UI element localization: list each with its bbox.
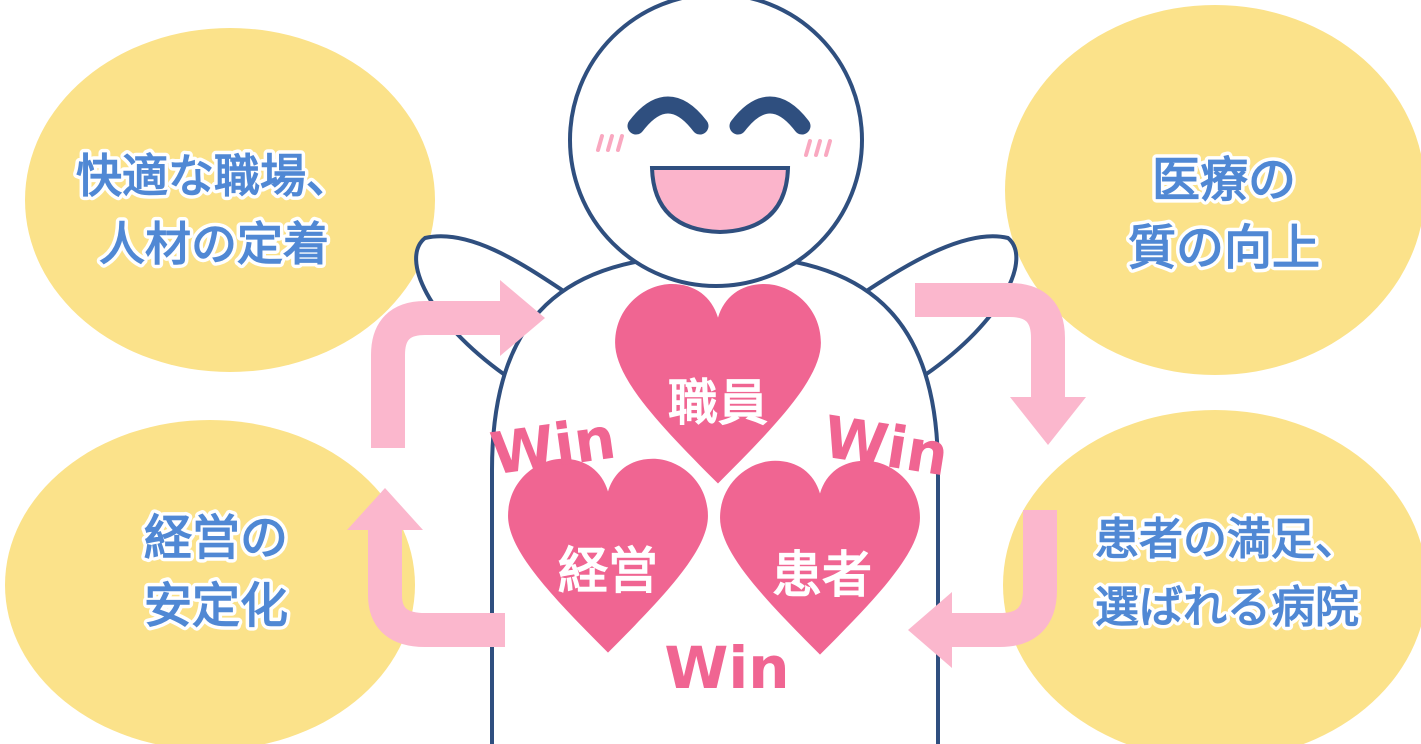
win-label-bottom: Win xyxy=(664,634,789,702)
circle-top-left-line-1: 快適な職場、 xyxy=(76,149,352,203)
circle-top-right-line-2: 質の向上 xyxy=(1128,220,1320,276)
circle-bottom-left-line-1: 経営の xyxy=(144,510,288,566)
heart-top: 職員 xyxy=(615,284,821,484)
arrow-top-right xyxy=(915,283,1086,445)
circle-bottom-right xyxy=(1003,410,1421,744)
arrow-bottom-right xyxy=(908,510,1057,668)
circle-top-right-line-1: 医療の xyxy=(1152,152,1296,208)
right-eye-icon xyxy=(729,96,811,135)
heart-bottom-left-label: 経営 xyxy=(558,542,658,600)
circle-top-left-line-2: 人材の定着 xyxy=(99,217,329,271)
mouth-icon xyxy=(649,166,791,235)
circle-bottom-right-line-1: 患者の満足、 xyxy=(1095,514,1359,565)
circle-bottom-left-line-2: 安定化 xyxy=(144,578,288,634)
left-blush-icon xyxy=(596,134,624,152)
circle-top-left xyxy=(25,28,435,372)
left-eye-icon xyxy=(627,96,709,135)
circle-bottom-right-line-2: 選ばれる病院 xyxy=(1095,582,1359,633)
heart-top-label: 職員 xyxy=(668,374,768,432)
right-blush-icon xyxy=(804,139,832,157)
character-head xyxy=(568,0,864,288)
circle-bottom-left xyxy=(5,420,415,744)
heart-bottom-right: 患者 xyxy=(720,460,920,655)
circle-top-right xyxy=(1005,5,1421,375)
heart-bottom-right-label: 患者 xyxy=(772,546,872,604)
arrow-bottom-left xyxy=(347,488,505,647)
heart-bottom-left: 経営 xyxy=(508,458,708,653)
arrow-top-left xyxy=(371,280,545,448)
